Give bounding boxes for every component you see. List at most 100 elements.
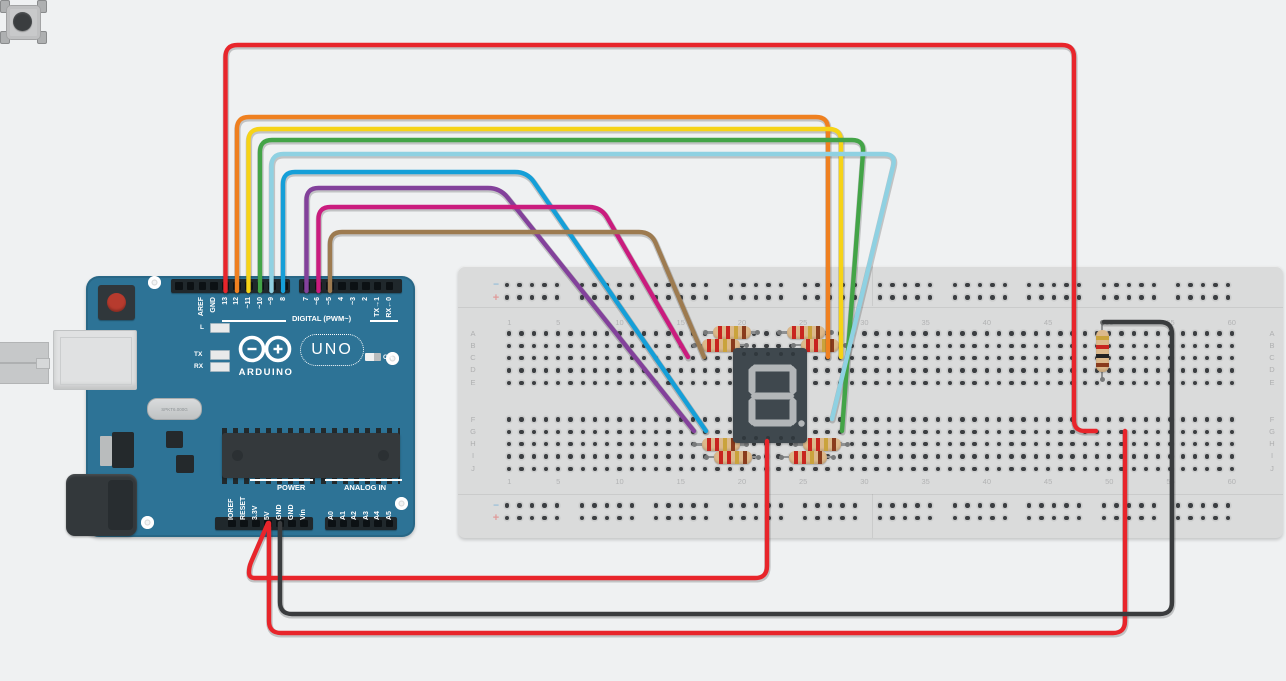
breadboard-hole <box>996 380 1002 385</box>
wire-pin9-lightblue[interactable] <box>269 151 896 422</box>
breadboard-hole <box>556 368 561 373</box>
wire-pin10-green[interactable] <box>257 137 866 434</box>
breadboard-hole <box>1143 331 1149 336</box>
wire-pin11-yellow[interactable] <box>246 126 844 360</box>
breadboard-hole <box>996 355 1002 361</box>
pin-socket-digital-header-left-0[interactable] <box>175 282 183 290</box>
breadboard-hole <box>898 454 904 459</box>
breadboard-hole <box>935 466 941 471</box>
breadboard-hole <box>874 368 879 373</box>
breadboard-hole <box>1082 331 1087 336</box>
breadboard-hole <box>617 380 622 385</box>
pin-socket-power-header-6[interactable] <box>300 519 308 528</box>
pushbutton[interactable] <box>0 0 47 44</box>
breadboard-hole <box>874 454 879 459</box>
breadboard-hole <box>1192 343 1198 348</box>
resistor-1[interactable] <box>703 325 760 340</box>
pin-socket-power-header-1[interactable] <box>240 519 248 528</box>
wire-pin5-brown[interactable] <box>327 229 707 360</box>
breadboard-hole <box>911 343 916 348</box>
breadboard-rail-hole <box>703 515 708 521</box>
pin-socket-digital-header-right-7[interactable] <box>385 282 394 290</box>
resistor-lead-end <box>704 454 709 460</box>
row-letter-H: H <box>1269 439 1275 449</box>
breadboard-hole <box>1045 429 1051 434</box>
breadboard-rail-hole <box>629 295 634 300</box>
pin-socket-digital-header-left-2[interactable] <box>198 282 207 290</box>
pin-socket-power-header-5[interactable] <box>288 519 296 528</box>
wire-pin12-orange[interactable] <box>234 114 831 360</box>
wire-gnd-black[interactable] <box>277 319 1175 617</box>
pin-socket-power-header-0[interactable] <box>228 519 236 528</box>
pin-socket-analog-header-1[interactable] <box>339 519 348 528</box>
breadboard-hole <box>1229 429 1234 434</box>
wire-5v-display-red[interactable] <box>246 438 770 581</box>
column-label-45: 45 <box>1043 476 1053 486</box>
breadboard-hole <box>935 343 941 348</box>
breadboard-hole <box>519 429 524 434</box>
resistor-3[interactable] <box>777 325 834 340</box>
pushbutton-cap[interactable] <box>13 12 32 31</box>
breadboard-hole <box>947 355 953 361</box>
pin-socket-analog-header-4[interactable] <box>374 519 382 528</box>
resistor-band <box>730 438 735 451</box>
breadboard-hole <box>690 466 696 471</box>
arduino-uno-board[interactable]: SPKT6.000G L TX RX ON ARDUINO <box>53 276 415 537</box>
pin-socket-digital-header-right-3[interactable] <box>338 282 346 290</box>
pin-socket-analog-header-3[interactable] <box>362 519 371 528</box>
breadboard-rail-hole <box>1175 295 1181 300</box>
pin-socket-digital-header-right-4[interactable] <box>350 282 358 290</box>
breadboard-hole <box>1033 380 1039 385</box>
wire-pin13-red[interactable] <box>223 42 1099 434</box>
pin-socket-digital-header-left-1[interactable] <box>186 282 195 290</box>
resistor-9[interactable] <box>1095 320 1110 382</box>
pin-socket-digital-header-left-3[interactable] <box>210 282 218 290</box>
breadboard-rail-hole <box>990 503 995 508</box>
breadboard-hole <box>1119 429 1124 434</box>
pin-label-TX1: TX→1 <box>373 297 381 317</box>
breadboard-hole <box>629 343 634 348</box>
pin-socket-analog-header-5[interactable] <box>385 519 394 528</box>
breadboard-hole <box>580 417 585 422</box>
breadboard-rail-hole <box>927 295 932 300</box>
breadboard-rail-hole <box>890 295 895 300</box>
breadboard-hole <box>752 441 757 447</box>
wire-pin6-magenta[interactable] <box>316 204 691 360</box>
wire-pin8-blue[interactable] <box>280 169 709 434</box>
resistor-2[interactable] <box>692 338 749 353</box>
pin-socket-analog-header-2[interactable] <box>351 519 359 528</box>
reset-button-cap[interactable] <box>107 293 126 312</box>
breadboard-hole <box>556 417 561 422</box>
breadboard-rail-hole <box>542 503 547 508</box>
breadboard-hole <box>592 466 598 471</box>
column-label-35: 35 <box>921 317 930 327</box>
breadboard-hole <box>727 429 732 434</box>
resistor-8[interactable] <box>779 450 836 465</box>
breadboard-rail-hole <box>1139 295 1144 300</box>
breadboard-hole <box>813 429 818 434</box>
pin-socket-power-header-2[interactable] <box>252 519 260 528</box>
breadboard-hole <box>703 417 708 422</box>
wire-5v-button-red[interactable] <box>266 428 1128 636</box>
pin-socket-digital-header-right-6[interactable] <box>373 282 382 290</box>
seven-segment-display[interactable] <box>733 348 807 443</box>
led-on <box>365 353 381 361</box>
resistor-7[interactable] <box>793 437 850 452</box>
breadboard-hole <box>580 331 585 336</box>
wire-pin7-purple[interactable] <box>304 185 697 434</box>
resistor-6[interactable] <box>704 450 761 465</box>
breadboard-rail-hole <box>877 295 883 300</box>
pin-socket-digital-header-right-5[interactable] <box>362 282 370 290</box>
breadboard-hole <box>1131 417 1136 422</box>
breadboard-hole <box>531 343 536 348</box>
pin-socket-analog-header-0[interactable] <box>328 519 336 528</box>
resistor-5[interactable] <box>692 437 749 452</box>
reset-button[interactable] <box>98 285 135 320</box>
breadboard-hole <box>996 343 1002 348</box>
breadboard-rail-hole <box>1175 503 1181 508</box>
breadboard-hole <box>727 380 732 385</box>
breadboard-hole <box>1143 441 1149 447</box>
breadboard-hole <box>1119 355 1124 361</box>
breadboard-hole <box>1156 466 1161 471</box>
